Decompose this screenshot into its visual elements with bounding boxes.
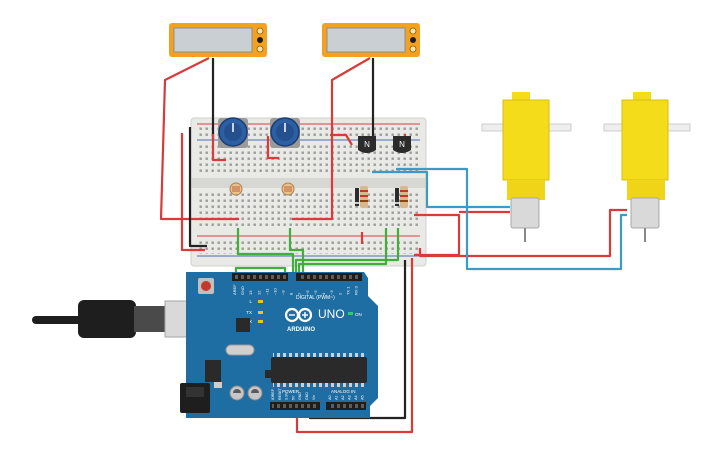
- svg-text:TX: TX: [246, 310, 252, 315]
- led-tx: [258, 311, 263, 314]
- wire-motor-left-blue: [372, 170, 510, 209]
- pin-label: RESET: [278, 387, 282, 400]
- transistor-left[interactable]: N: [358, 136, 376, 153]
- pin-label: TX 1: [345, 286, 350, 295]
- potentiometer-left[interactable]: [218, 117, 248, 148]
- meter-display: [326, 27, 406, 53]
- pin-label: 8: [289, 292, 294, 295]
- pin-label: ~9: [281, 290, 286, 295]
- led-on: [348, 312, 353, 315]
- photoresistor-right[interactable]: [281, 182, 295, 196]
- dc-motor-right[interactable]: [603, 92, 691, 242]
- pin-label: 7: [297, 292, 302, 295]
- pin-label: GND: [305, 392, 309, 400]
- pin-label: AREF: [232, 284, 237, 295]
- pin-label: 4: [321, 292, 326, 295]
- pin-label: 3.3V: [285, 392, 289, 400]
- pin-label: 12: [256, 290, 261, 295]
- wire-meter-left-positive: [159, 57, 239, 221]
- top-power-rail[interactable]: [197, 126, 419, 138]
- pin-label: 2: [337, 292, 342, 295]
- wire-rail-jumper-red: [180, 133, 205, 252]
- arduino-logo-text: ARDUINO: [287, 327, 315, 333]
- wire-meter-right-positive: [292, 57, 371, 221]
- diode-left[interactable]: [355, 188, 359, 206]
- analog-header-label: ANALOG IN: [331, 389, 356, 394]
- wire-motor-right-blue: [396, 167, 627, 271]
- pin-label: A1: [335, 395, 339, 400]
- pin-label: ~11: [264, 288, 269, 295]
- bottom-terminal-strip[interactable]: [197, 192, 419, 228]
- meter-display: [173, 27, 253, 53]
- pin-label: 13: [248, 290, 253, 295]
- pin-label: ~5: [313, 290, 318, 295]
- multimeter-right[interactable]: [322, 23, 420, 57]
- transistor-right[interactable]: N: [393, 136, 411, 153]
- voltage-regulator: [205, 360, 221, 382]
- pin-label: ~3: [329, 290, 334, 295]
- pin-label: A2: [341, 395, 345, 400]
- pin-label: RX 0: [354, 285, 359, 295]
- wires[interactable]: [159, 57, 627, 434]
- usb-cable[interactable]: [32, 300, 210, 338]
- digital-header-label: DIGITAL (PWM~): [296, 295, 335, 301]
- led-rx: [258, 320, 263, 323]
- svg-text:N: N: [399, 140, 405, 149]
- resistor-right[interactable]: [400, 186, 408, 208]
- svg-text:L: L: [249, 299, 252, 304]
- dc-motor-left[interactable]: [481, 92, 572, 242]
- pin-label: GND: [298, 392, 302, 400]
- pin-label: A5: [361, 395, 365, 400]
- wire-transistor-signal: [297, 228, 388, 276]
- usb-chip: [236, 318, 250, 332]
- wire-rail-jumper-black: [188, 127, 207, 248]
- photoresistor-left[interactable]: [229, 182, 243, 196]
- svg-text:N: N: [364, 140, 370, 149]
- pin-label: Vin: [312, 395, 316, 400]
- pin-label: IOREF: [271, 388, 275, 400]
- pin-label: ~10: [273, 287, 278, 295]
- diode-right[interactable]: [395, 188, 399, 206]
- breadboard[interactable]: [190, 117, 427, 267]
- svg-text:ON: ON: [355, 312, 362, 317]
- pin-label: ~6: [305, 290, 310, 295]
- crystal: [225, 344, 255, 356]
- pin-label: GND: [240, 286, 245, 295]
- power-header-label: POWER: [282, 389, 300, 394]
- pin-label: A3: [348, 395, 352, 400]
- multimeter-left[interactable]: [169, 23, 267, 57]
- top-terminal-strip[interactable]: [197, 145, 419, 175]
- board-model: UNO: [318, 307, 345, 321]
- potentiometer-right[interactable]: [270, 117, 300, 148]
- bottom-power-rail[interactable]: [197, 240, 419, 254]
- wire-motor-right-red: [418, 208, 627, 258]
- arduino-logo-icon: [284, 307, 313, 323]
- resistor-left[interactable]: [360, 186, 368, 208]
- pin-label: A4: [354, 395, 358, 400]
- pin-label: 5V: [291, 395, 295, 400]
- wire-pot-left-signal: [236, 228, 295, 276]
- atmega-chip: [271, 357, 367, 383]
- led-l: [258, 300, 263, 303]
- pin-label: A0: [328, 395, 332, 400]
